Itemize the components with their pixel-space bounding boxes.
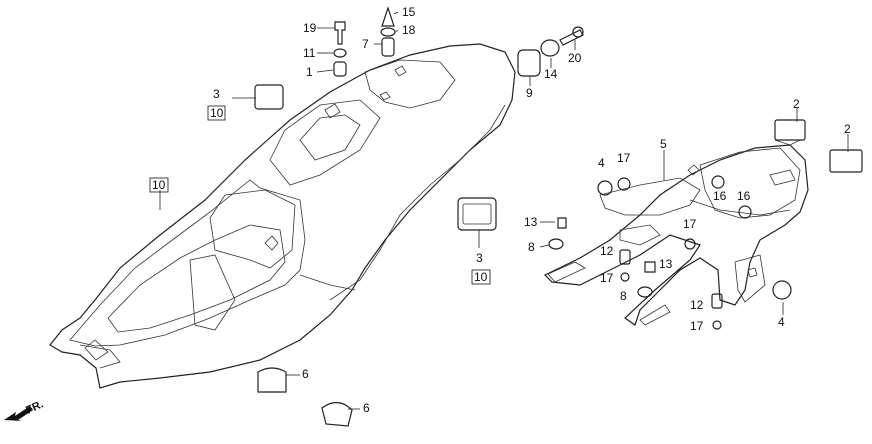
label-15: 15 — [402, 5, 416, 19]
label-12-left: 12 — [600, 244, 614, 258]
leader-lines — [159, 11, 849, 410]
label-6-bottom: 6 — [363, 401, 370, 415]
frame-fasteners — [548, 119, 863, 330]
label-16-left: 16 — [713, 189, 727, 203]
direction-arrow-icon — [4, 406, 33, 421]
label-14: 14 — [544, 67, 558, 81]
label-4-bottom: 4 — [778, 315, 785, 329]
label-1: 1 — [306, 65, 313, 79]
label-2-top: 2 — [793, 97, 800, 111]
front-direction-label: FR. — [24, 398, 45, 416]
box-10-left — [207, 105, 226, 121]
label-13-right: 13 — [659, 257, 673, 271]
label-18: 18 — [402, 23, 416, 37]
box-10-center — [149, 177, 169, 193]
label-13-left: 13 — [524, 215, 538, 229]
label-5: 5 — [660, 137, 667, 151]
label-12-right: 12 — [690, 298, 704, 312]
label-9: 9 — [526, 86, 533, 100]
label-17-lower: 17 — [600, 271, 614, 285]
top-fasteners — [254, 6, 497, 427]
label-10-left: 10 — [210, 106, 224, 120]
label-17-top: 17 — [617, 151, 631, 165]
label-16-right: 16 — [737, 189, 751, 203]
label-6-top: 6 — [302, 367, 309, 381]
label-10-right: 10 — [474, 270, 488, 284]
label-7: 7 — [362, 37, 369, 51]
rear-cowl — [49, 43, 516, 389]
box-10-right — [471, 269, 491, 285]
label-17-bottom: 17 — [690, 319, 704, 333]
label-2-right: 2 — [844, 122, 851, 136]
label-3-left: 3 — [213, 87, 220, 101]
label-20: 20 — [568, 51, 582, 65]
label-8-right: 8 — [620, 289, 627, 303]
label-3-right: 3 — [476, 251, 483, 265]
label-11: 11 — [303, 46, 316, 60]
label-8-left: 8 — [528, 240, 535, 254]
label-17-mid: 17 — [683, 217, 697, 231]
rear-bracket-frame — [543, 144, 809, 326]
label-10-center: 10 — [152, 178, 166, 192]
label-4-top: 4 — [598, 156, 605, 170]
mount-hardware — [517, 26, 584, 77]
label-19: 19 — [303, 21, 317, 35]
